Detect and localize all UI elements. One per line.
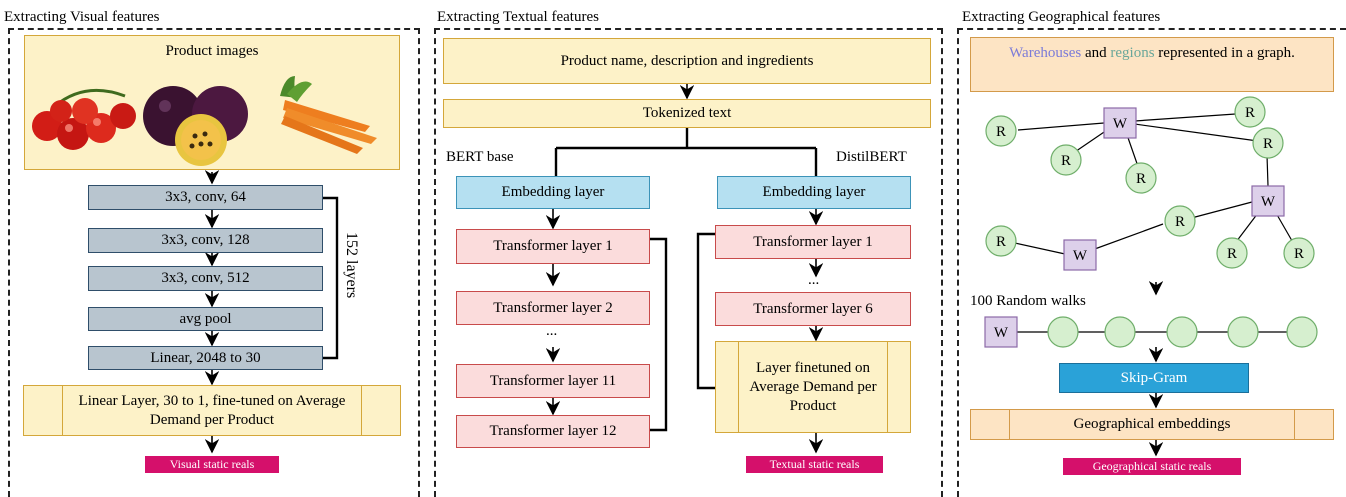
geo-output-badge: Geographical static reals [1063, 458, 1241, 475]
caption-rest: represented in a graph. [1154, 45, 1295, 61]
visual-layer-linear: Linear, 2048 to 30 [88, 346, 323, 370]
geo-panel [957, 28, 1346, 497]
regions-word: regions [1110, 45, 1155, 61]
graph-nodes [985, 96, 1318, 348]
node-w-label: W [1261, 194, 1276, 210]
cell-divider [971, 410, 1010, 439]
warehouses-word: Warehouses [1009, 45, 1082, 61]
bert-transformer-2: Transformer layer 2 [456, 291, 650, 325]
node-w-label: W [1113, 116, 1128, 132]
cell-divider [24, 386, 63, 435]
geo-panel-title: Extracting Geographical features [962, 9, 1161, 25]
node-w-label: W [1073, 248, 1088, 264]
node-r-label: R [1061, 153, 1071, 169]
bert-transformer-1: Transformer layer 1 [456, 229, 650, 264]
bert-transformer-12: Transformer layer 12 [456, 415, 650, 448]
bert-embedding-layer: Embedding layer [456, 176, 650, 209]
warehouse-nodes [984, 107, 1285, 348]
layers-bracket [323, 196, 339, 360]
cell-divider [716, 342, 739, 432]
node-r-label: R [1245, 105, 1255, 121]
textual-panel-title: Extracting Textual features [437, 9, 599, 25]
tomatoes-image [32, 88, 136, 150]
distil-finetuned-layer: Layer finetuned on Average Demand per Pr… [715, 341, 911, 433]
caption-connector: and [1081, 45, 1111, 61]
node-w-label: W [994, 325, 1009, 341]
distilbert-label: DistilBERT [836, 149, 907, 165]
passion-fruit-image [143, 86, 248, 166]
node-r-label: R [1136, 171, 1146, 187]
visual-output-badge: Visual static reals [145, 456, 279, 473]
visual-final-layer-label: Linear Layer, 30 to 1, fine-tuned on Ave… [78, 392, 346, 428]
visual-panel [8, 28, 420, 497]
distil-finetuned-label: Layer finetuned on Average Demand per Pr… [749, 359, 877, 414]
carrots-image [280, 76, 377, 154]
graph-node-labels: R R R R R R R R R W W W W [994, 105, 1304, 341]
cell-divider [361, 386, 400, 435]
visual-layer-conv64: 3x3, conv, 64 [88, 185, 323, 210]
textual-panel [434, 28, 943, 497]
visual-final-layer: Linear Layer, 30 to 1, fine-tuned on Ave… [23, 385, 401, 436]
visual-layer-conv512: 3x3, conv, 512 [88, 266, 323, 291]
bert-transformer-11: Transformer layer 11 [456, 364, 650, 398]
node-r-label: R [996, 234, 1006, 250]
distil-bracket [696, 232, 715, 390]
visual-layer-conv128: 3x3, conv, 128 [88, 228, 323, 253]
bert-ellipsis: ... [546, 323, 558, 339]
visual-layer-avgpool: avg pool [88, 307, 323, 331]
node-r-label: R [1227, 246, 1237, 262]
node-r-label: R [1294, 246, 1304, 262]
layers-count-label: 152 layers [343, 232, 360, 299]
text-input-box: Product name, description and ingredient… [443, 38, 931, 84]
geo-embeddings-label: Geographical embeddings [1073, 416, 1231, 432]
cell-divider [887, 342, 910, 432]
random-walks-label: 100 Random walks [970, 293, 1086, 309]
bert-bracket [650, 237, 668, 432]
cell-divider [1294, 410, 1333, 439]
visual-panel-title: Extracting Visual features [4, 9, 160, 25]
node-r-label: R [1175, 214, 1185, 230]
product-images-box: Product images [24, 35, 400, 170]
bert-base-label: BERT base [446, 149, 514, 165]
textual-output-badge: Textual static reals [746, 456, 883, 473]
tokenized-text-box: Tokenized text [443, 99, 931, 128]
product-images-label: Product images [165, 43, 259, 59]
distil-transformer-1: Transformer layer 1 [715, 225, 911, 259]
distil-embedding-layer: Embedding layer [717, 176, 911, 209]
product-images [32, 76, 377, 166]
node-r-label: R [996, 124, 1006, 140]
geo-caption-box: Warehouses and regions represented in a … [970, 37, 1334, 92]
tokenized-split [554, 128, 818, 176]
skipgram-box: Skip-Gram [1059, 363, 1249, 393]
node-r-label: R [1263, 136, 1273, 152]
distil-ellipsis: ... [808, 272, 820, 288]
distil-transformer-6: Transformer layer 6 [715, 292, 911, 326]
geo-embeddings-box: Geographical embeddings [970, 409, 1334, 440]
